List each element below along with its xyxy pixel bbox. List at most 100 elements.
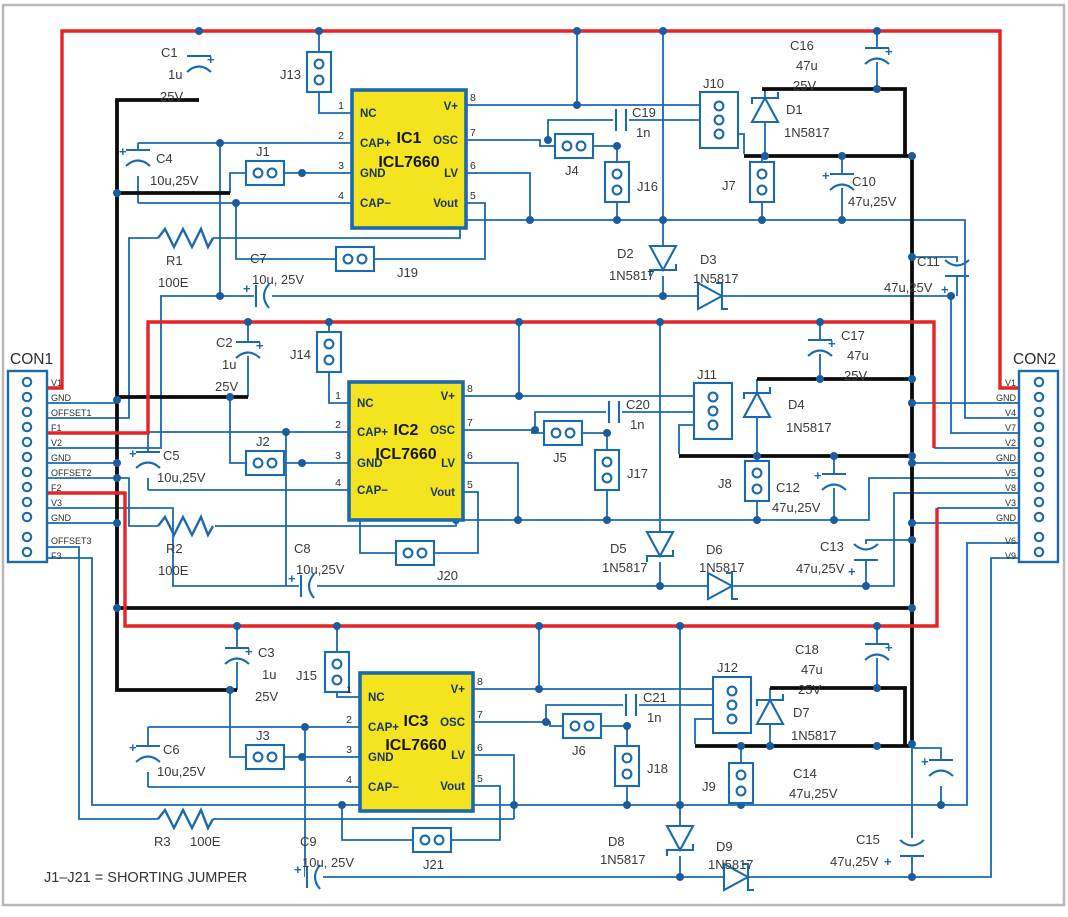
jumper-J21: J21 (411, 826, 453, 872)
con1-pin-offset1: OFFSET1 (51, 408, 92, 418)
ic-IC2-pin-cap-minus: CAP− (357, 485, 388, 497)
cap-C1-plus: + (207, 52, 215, 67)
con2-pins (1033, 376, 1045, 558)
cap-C5-val: 10u,25V (157, 470, 206, 485)
ic-IC1-pin-cap-minus: CAP− (360, 198, 391, 210)
cap-C8-plus: + (288, 571, 296, 586)
jumper-J2: J2 (244, 434, 286, 477)
con2-pin-v8: V8 (1005, 483, 1016, 493)
cap-C16-plus: + (885, 44, 893, 59)
jumper-J13: J13 (280, 50, 333, 94)
jumper-J1: J1 (244, 144, 286, 187)
cap-C17-ref: C17 (841, 328, 865, 343)
ic-IC3-num-1: 1 (346, 684, 352, 696)
cap-C11-ref: C11 (917, 254, 940, 269)
con2-pin-v2: V2 (1005, 438, 1016, 448)
diode-D2-ref: D2 (617, 246, 634, 261)
con1-body (6, 369, 49, 564)
con2-pin-v5: V5 (1005, 468, 1016, 478)
cap-C9-plus: + (294, 862, 302, 877)
ic-IC2-num-6: 6 (467, 450, 473, 462)
cap-C19-ref: C19 (632, 105, 656, 120)
ic-IC3-pin-nc: NC (368, 692, 385, 704)
jumper-J21-label: J21 (423, 857, 444, 872)
con2-pin-gnd-a: GND (996, 393, 1017, 403)
ic-IC2-body (347, 380, 465, 522)
cap-C5-ref: C5 (163, 448, 180, 463)
resistor-R3-ref: R3 (154, 834, 171, 849)
cap-C12-plus: + (814, 468, 822, 483)
ic-IC1-part: ICL7660 (378, 154, 439, 171)
con1-pins (21, 376, 33, 558)
resistor-R1-ref: R1 (166, 253, 183, 268)
blue-signal-wires (47, 31, 1019, 878)
jumper-J14: J14 (290, 330, 343, 374)
resistor-R2-ref: R2 (166, 541, 183, 556)
ic-IC1-body (350, 88, 468, 230)
jumper-J7-label: J7 (722, 178, 736, 193)
ic-IC2: IC2 ICL7660 NC CAP+ GND CAP− V+ OSC LV V… (335, 380, 473, 522)
jumper-J9-label: J9 (702, 779, 716, 794)
ic-IC1-pin-cap-plus: CAP+ (360, 138, 391, 150)
jumper-J18-label: J18 (647, 761, 668, 776)
ic-IC2-num-5: 5 (467, 479, 473, 491)
con2-pin-v3: V3 (1005, 498, 1016, 508)
cap-C12-ref: C12 (776, 480, 800, 495)
ic-IC3-num-2: 2 (346, 714, 352, 726)
jumper-J1-label: J1 (256, 144, 270, 159)
cap-C5-plus: + (129, 446, 137, 461)
cap-C18-val: 47u (801, 662, 823, 677)
jumper-J4-label: J4 (565, 163, 579, 178)
ic-IC1-num-1: 1 (338, 100, 344, 112)
jumper-J11: J11 (692, 367, 734, 441)
ic-IC3-pin-cap-minus: CAP− (368, 782, 399, 794)
jumper-J7: J7 (722, 160, 776, 204)
ic-IC2-num-3: 3 (335, 450, 341, 462)
ic-IC3-ref: IC3 (404, 713, 429, 730)
ic-IC3-pin-vplus: V+ (451, 684, 466, 696)
ic-IC2-num-2: 2 (335, 419, 341, 431)
con1-pin-offset3: OFFSET3 (51, 536, 92, 546)
cap-C2-ref: C2 (216, 335, 233, 350)
cap-C7-plus: + (243, 281, 251, 296)
cap-C9-val: 10u, 25V (302, 855, 354, 870)
ic-IC2-pin-osc: OSC (430, 425, 455, 437)
cap-C17-val: 47u (847, 348, 869, 363)
con1-pin-f3: F3 (51, 551, 62, 561)
diode-D4-ref: D4 (788, 397, 805, 412)
diode-D1-ref: D1 (786, 102, 803, 117)
cap-C16-val: 47u (796, 58, 818, 73)
cap-C10-ref: C10 (852, 174, 876, 189)
jumper-J14-label: J14 (290, 347, 311, 362)
jumper-J8: J8 (718, 459, 771, 503)
con2-pin-v6: V6 (1005, 536, 1016, 546)
cap-C10-plus: + (822, 168, 830, 183)
cap-C3-plus: + (245, 644, 253, 659)
cap-C18-plus: + (885, 640, 893, 655)
cap-C4-plus: + (119, 144, 127, 159)
diode-D6-part: 1N5817 (699, 560, 745, 575)
cap-C2-plus: + (256, 338, 264, 353)
diode-D4-part: 1N5817 (786, 420, 832, 435)
diode-D3-ref: D3 (700, 252, 717, 267)
con2-pin-gnd-b: GND (996, 453, 1017, 463)
jumper-J15: J15 (296, 650, 351, 694)
jumper-J18: J18 (613, 744, 668, 788)
diode-D9-ref: D9 (716, 839, 733, 854)
jumper-J20: J20 (394, 539, 458, 583)
diode-D7-part: 1N5817 (791, 728, 837, 743)
jumper-J20-label: J20 (437, 568, 458, 583)
note-shorting-jumper: J1–J21 = SHORTING JUMPER (44, 870, 247, 886)
cap-C14-plus: + (921, 754, 929, 769)
cap-C5: + C5 10u,25V (129, 446, 206, 485)
cap-C14-ref: C14 (793, 766, 817, 781)
